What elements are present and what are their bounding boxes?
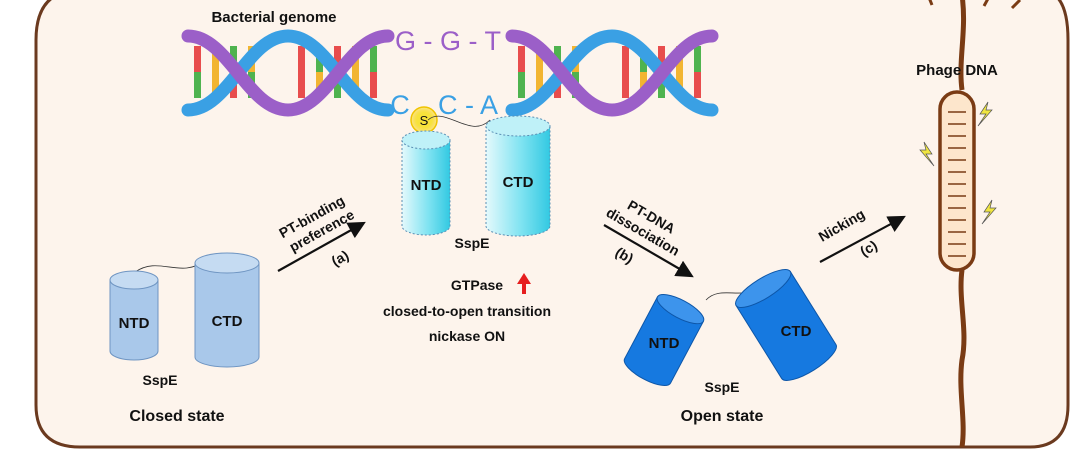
closed-ctd-label: CTD [212, 313, 243, 330]
dna-base-pair [694, 72, 701, 98]
lightning-icon [919, 141, 935, 167]
dna-base-pair [658, 72, 665, 98]
bound-ntd-label: NTD [411, 177, 442, 194]
arrow-b [603, 224, 694, 278]
sequence-bottom-left: C [390, 90, 410, 120]
open-ntd-label: NTD [649, 335, 680, 352]
sequence-bottom-mid: C - A [438, 90, 498, 120]
open-state-label: Open state [681, 408, 764, 425]
dna-base-pair [518, 46, 525, 72]
phage-dna [919, 0, 1022, 448]
dna-base-pair [658, 46, 665, 72]
phage-label: Phage DNA [916, 62, 998, 79]
dna-base-pair [370, 46, 377, 72]
note-transition: closed-to-open transition [383, 303, 551, 319]
arrow-c [819, 215, 906, 263]
up-arrow-icon [517, 273, 531, 294]
lightning-icon [977, 101, 993, 127]
dna-base-pair [518, 72, 525, 98]
note-gtpase: GTPase [451, 277, 503, 293]
dna-base-pair [622, 46, 629, 72]
bound-name: SspE [454, 235, 489, 251]
dna-base-pair [622, 72, 629, 98]
ps-sulfur-label: S [420, 113, 429, 128]
dna-base-pair [334, 72, 341, 98]
dna-base-pair [194, 72, 201, 98]
dna-base-pair [298, 72, 305, 98]
bound-ctd-label: CTD [503, 174, 534, 191]
dna-base-pair [370, 72, 377, 98]
dna-base-pair [298, 46, 305, 72]
sequence-top: G - G - T [395, 26, 501, 56]
dna-helix-right [505, 29, 719, 117]
genome-title: Bacterial genome [211, 9, 336, 26]
closed-ntd-label: NTD [119, 315, 150, 332]
step-c-tag: (c) [857, 237, 880, 259]
open-ctd-label: CTD [781, 323, 812, 340]
closed-name: SspE [142, 372, 177, 388]
sspe-closed: NTD CTD SspE Closed state [109, 252, 260, 425]
dna-base-pair [694, 46, 701, 72]
dna-base-pair [194, 46, 201, 72]
dna-base-pair [212, 46, 219, 72]
dna-base-pair [536, 72, 543, 98]
dna-base-pair [536, 46, 543, 72]
closed-state-label: Closed state [129, 408, 224, 425]
dna-base-pair [334, 46, 341, 72]
open-name: SspE [704, 379, 739, 395]
sspe-bound: NTD CTD SspE [401, 115, 551, 251]
dna-helix-left [181, 29, 395, 117]
note-nickase: nickase ON [429, 328, 505, 344]
arrow-a [277, 221, 366, 272]
sspe-open: NTD CTD SspE Open state [623, 269, 837, 425]
step-a-tag: (a) [329, 247, 352, 269]
step-b-tag: (b) [613, 244, 636, 267]
lightning-icon [981, 199, 997, 225]
dna-base-pair [212, 72, 219, 98]
